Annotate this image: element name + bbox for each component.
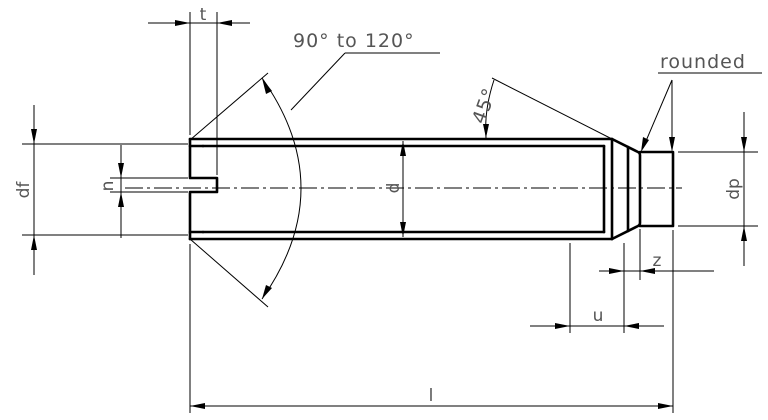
leader-rounded: rounded <box>641 51 762 152</box>
label-df: df <box>14 181 34 199</box>
dimension-df: df <box>14 105 188 275</box>
dimension-point-angle: 90° to 120° <box>189 30 440 308</box>
dimension-dp: dp <box>678 112 758 266</box>
screw-body <box>188 137 675 241</box>
dimension-n: n <box>98 145 188 238</box>
label-rounded: rounded <box>660 51 746 73</box>
label-t: t <box>200 5 207 25</box>
dimension-chamfer: 45° <box>468 77 613 140</box>
dimension-t: t <box>148 5 250 175</box>
label-45-degrees: 45° <box>468 85 501 127</box>
slotted-end <box>188 137 219 241</box>
dimension-d: d <box>384 141 406 237</box>
label-dp: dp <box>724 178 744 200</box>
dog-point <box>638 150 675 228</box>
dimension-u: u <box>530 243 664 333</box>
dimension-z: z <box>599 229 714 280</box>
label-angle: 90° to 120° <box>293 30 415 52</box>
label-u: u <box>593 306 604 326</box>
dog-point-taper <box>610 137 642 241</box>
label-n: n <box>98 181 118 192</box>
dimension-l: l <box>189 230 674 413</box>
label-z: z <box>653 251 662 271</box>
label-l: l <box>429 386 434 406</box>
label-d: d <box>384 183 404 194</box>
